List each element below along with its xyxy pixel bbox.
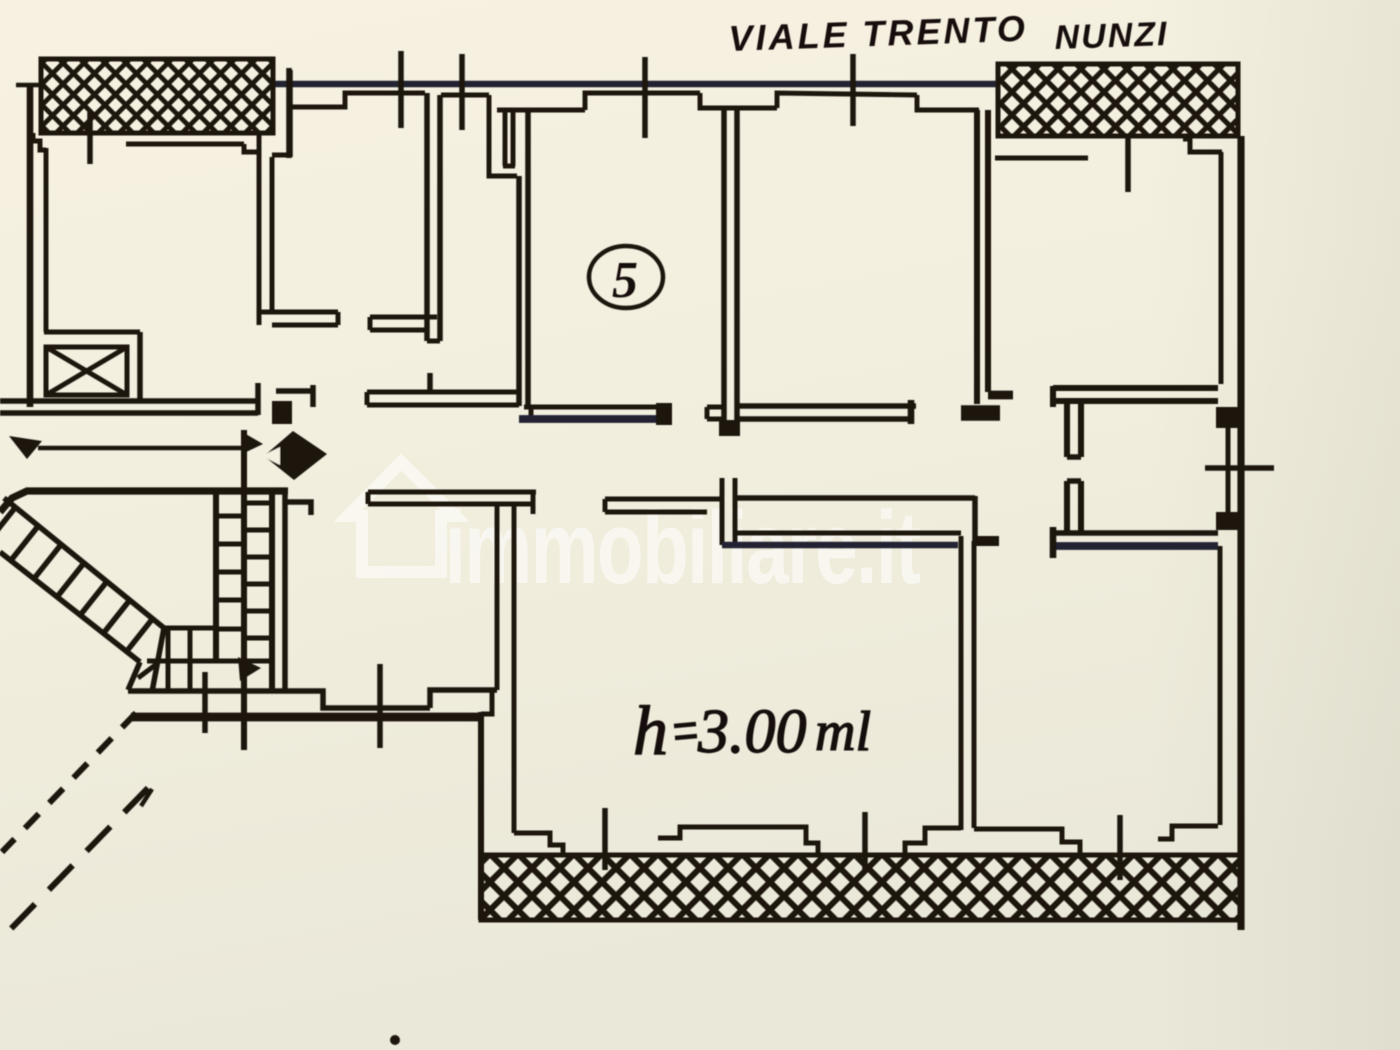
svg-text:h: h: [633, 693, 668, 770]
svg-text:ml: ml: [815, 701, 871, 763]
svg-text:5: 5: [612, 252, 638, 309]
svg-text:3.00: 3.00: [697, 698, 807, 766]
svg-text:NUNZI: NUNZI: [1054, 15, 1169, 57]
